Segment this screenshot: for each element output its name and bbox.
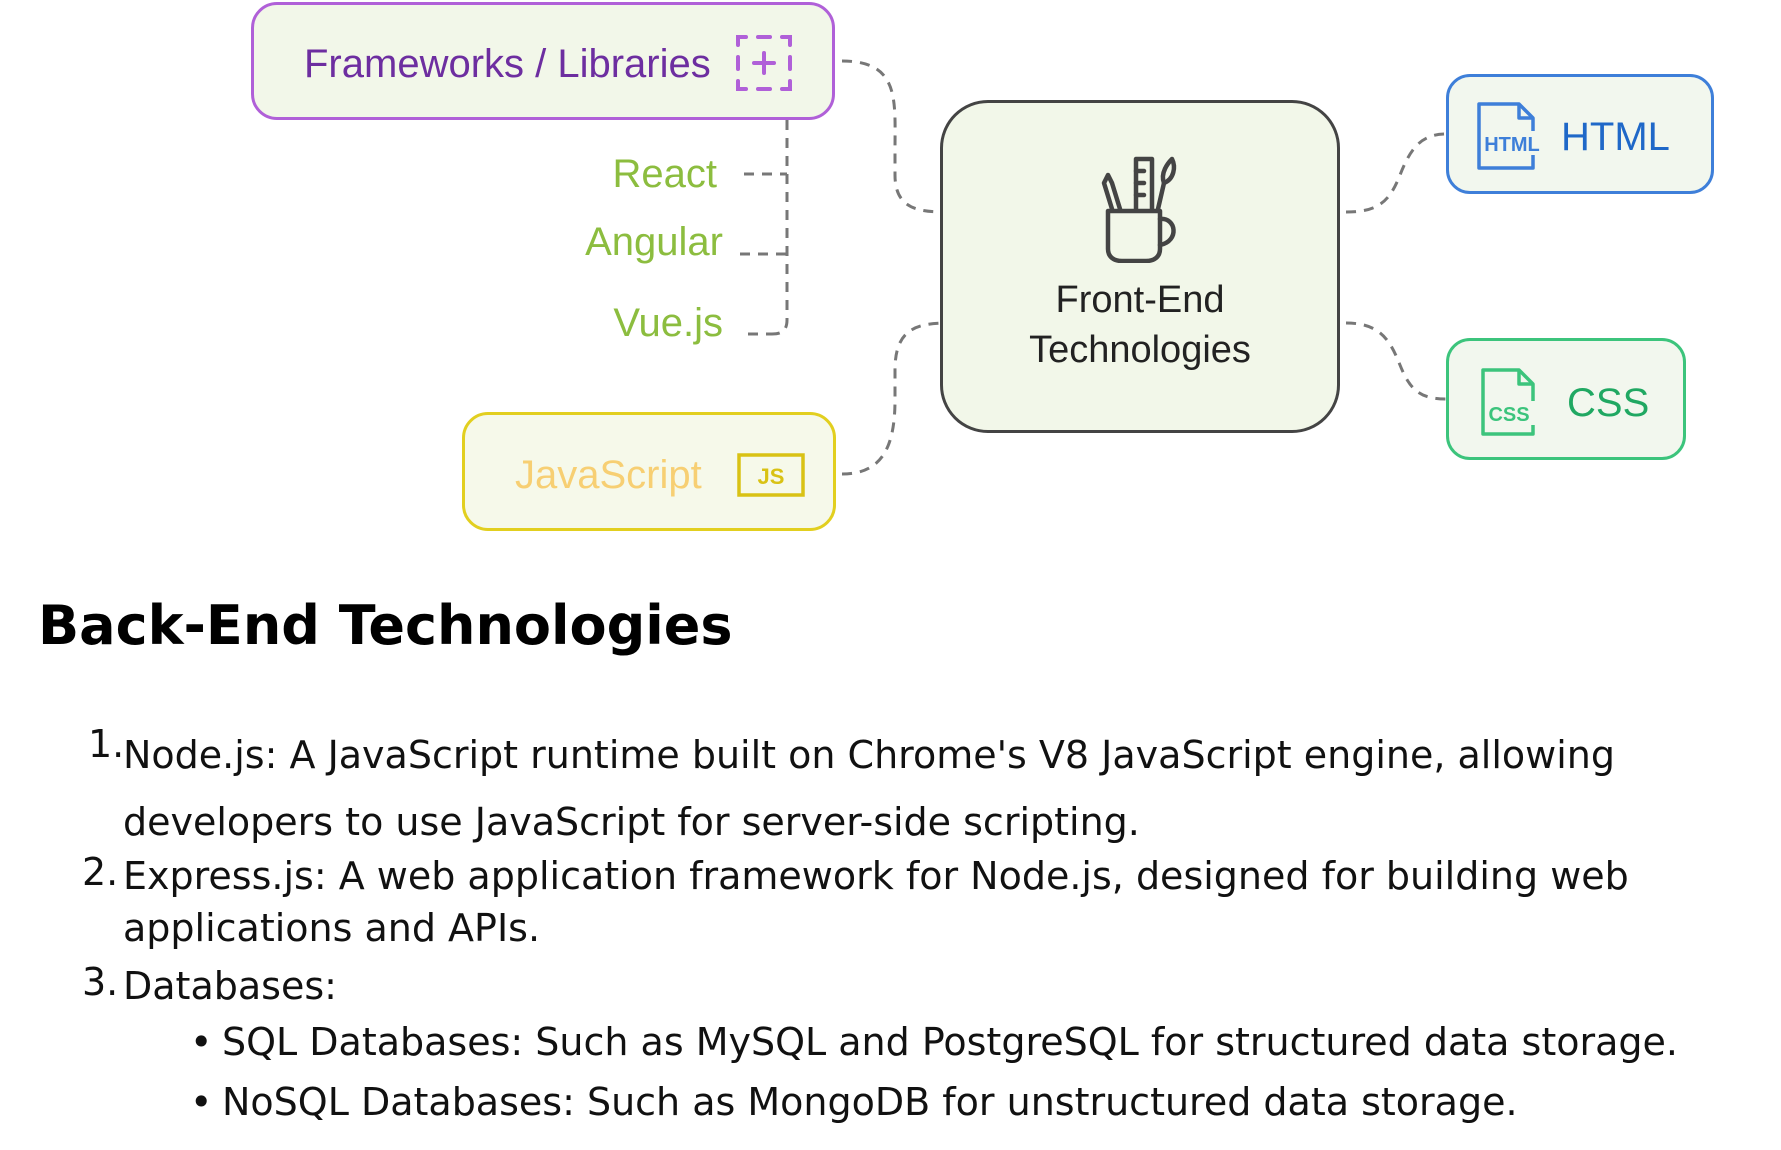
bullet: •: [190, 1080, 213, 1124]
leaf-angular[interactable]: Angular: [585, 220, 723, 264]
frameworks-libraries-node[interactable]: Frameworks / Libraries: [251, 2, 835, 120]
css-label: CSS: [1567, 381, 1650, 425]
list-item-text: Express.js: A web application framework …: [123, 854, 1629, 950]
connector-html: [1345, 132, 1447, 214]
front-end-technologies-node[interactable]: Front-End Technologies: [940, 100, 1340, 433]
list-number: 2.: [82, 850, 119, 894]
css-file-icon: CSS: [1481, 368, 1539, 436]
list-number: 1.: [88, 722, 125, 766]
leaf-react[interactable]: React: [612, 152, 718, 196]
sub-list-item-text: SQL Databases: Such as MySQL and Postgre…: [222, 1020, 1678, 1064]
connector-javascript: [841, 321, 949, 476]
html-file-icon: HTML: [1477, 102, 1541, 170]
connector-frameworks: [841, 59, 949, 214]
js-badge-text: JS: [758, 464, 785, 489]
list-item-text: Databases:: [123, 964, 337, 1008]
css-file-text: CSS: [1488, 404, 1529, 426]
bullet: •: [190, 1020, 213, 1064]
css-node[interactable]: CSS CSS: [1446, 338, 1686, 460]
backend-heading: Back-End Technologies: [38, 594, 733, 657]
front-end-technologies-label: Front-End Technologies: [943, 275, 1337, 375]
javascript-node[interactable]: JavaScript JS: [462, 412, 836, 531]
pencil-cup-icon: [1101, 156, 1177, 263]
center-label-line1: Front-End: [1055, 279, 1225, 321]
sub-list-item-text: NoSQL Databases: Such as MongoDB for uns…: [222, 1080, 1518, 1124]
html-file-text: HTML: [1484, 134, 1540, 156]
frameworks-libraries-label: Frameworks / Libraries: [304, 42, 711, 86]
list-item-text: Node.js: A JavaScript runtime built on C…: [123, 733, 1616, 844]
connector-css: [1345, 321, 1447, 401]
dashed-plus-grid-icon: [736, 35, 792, 91]
sub-list-item: •NoSQL Databases: Such as MongoDB for un…: [190, 1080, 1518, 1124]
list-number: 3.: [82, 960, 119, 1004]
javascript-label: JavaScript: [515, 453, 702, 497]
center-label-line2: Technologies: [1029, 329, 1251, 371]
front-end-mindmap: Frameworks / Libraries React Angular Vue…: [0, 0, 1781, 545]
html-node[interactable]: HTML HTML: [1446, 74, 1714, 194]
mindmap-connectors: [740, 59, 1447, 476]
js-badge-icon: JS: [737, 453, 805, 497]
connector-frameworks-children: [771, 120, 789, 336]
leaf-vuejs[interactable]: Vue.js: [613, 301, 723, 345]
sub-list-item: •SQL Databases: Such as MySQL and Postgr…: [190, 1020, 1678, 1064]
html-label: HTML: [1561, 115, 1670, 159]
